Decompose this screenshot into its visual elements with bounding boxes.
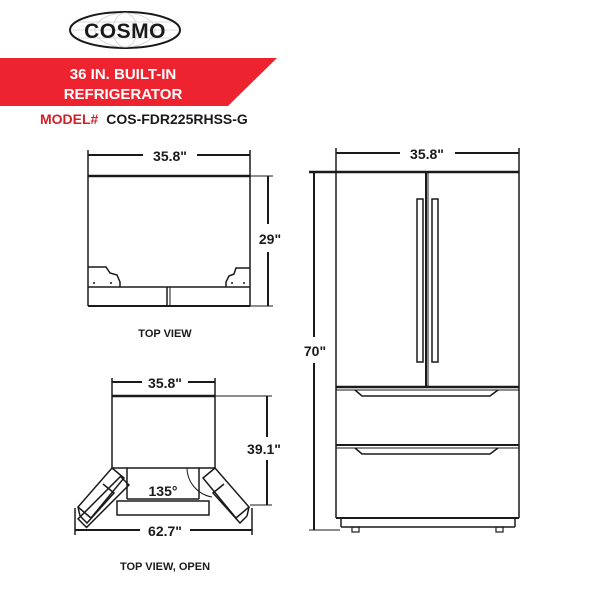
open-angle-label: 135°	[149, 483, 178, 499]
top-view-caption: TOP VIEW	[138, 328, 192, 340]
front-view-width-label: 35.8"	[410, 146, 444, 162]
open-view-caption: TOP VIEW, OPEN	[120, 561, 210, 573]
top-view-diagram: 35.8" 29" TOP VIEW	[87, 148, 281, 340]
right-door-handle	[431, 198, 439, 363]
top-view-width-label: 35.8"	[153, 148, 187, 164]
model-line: MODEL# COS-FDR225RHSS-G	[40, 111, 248, 127]
front-view-diagram: 35.8" 70"	[304, 146, 520, 533]
globe-grid-icon	[72, 12, 178, 48]
svg-text:MODEL# COS-FDR225RHSS-G: MODEL# COS-FDR225RHSS-G	[40, 111, 248, 127]
open-view-width-label: 35.8"	[148, 375, 182, 391]
open-view-depth-label: 39.1"	[247, 441, 281, 457]
model-number: COS-FDR225RHSS-G	[106, 111, 248, 127]
logo-text: COSMO	[84, 20, 166, 43]
banner-line-2: REFRIGERATOR	[64, 86, 183, 103]
open-view-open-width-label: 62.7"	[148, 523, 182, 539]
right-foot	[495, 526, 504, 533]
model-label: MODEL#	[40, 111, 99, 127]
top-view-depth-label: 29"	[259, 231, 281, 247]
banner-shape	[0, 58, 277, 106]
left-foot	[351, 526, 360, 533]
left-door-open	[76, 475, 131, 529]
front-view-height-label: 70"	[304, 343, 326, 359]
left-door-handle	[416, 198, 424, 363]
top-view-open-diagram: 35.8" 135° 39.1" 62.7	[74, 375, 281, 573]
cosmo-logo: COSMO	[69, 11, 181, 49]
banner-line-1: 36 IN. BUILT-IN	[70, 66, 176, 83]
title-banner: 36 IN. BUILT-IN REFRIGERATOR	[0, 58, 277, 106]
